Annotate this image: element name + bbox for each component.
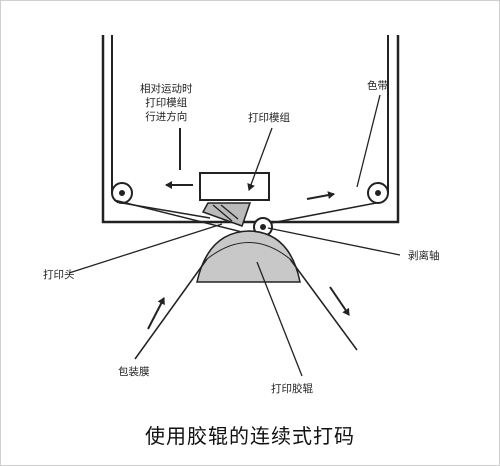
ribbon-upper-left bbox=[121, 202, 211, 219]
label-relative-motion: 相对运动时 打印模组 行进方向 bbox=[140, 82, 193, 124]
leader-print-roller bbox=[256, 261, 303, 377]
label-peel-shaft: 剥离轴 bbox=[408, 250, 440, 262]
leader-peel-shaft bbox=[267, 227, 401, 256]
peel-shaft-hub bbox=[260, 224, 266, 230]
print-roller bbox=[196, 230, 301, 283]
left-guide-roller-hub bbox=[119, 190, 125, 196]
film-in-arrow bbox=[147, 297, 165, 330]
ribbon-direction-arrow bbox=[306, 191, 335, 200]
print-head-slats bbox=[212, 204, 239, 222]
label-print-module: 打印模组 bbox=[248, 112, 290, 124]
label-print-roller: 打印胶辊 bbox=[271, 383, 313, 395]
packaging-film-right bbox=[289, 258, 358, 351]
label-relative-motion-line-1: 相对运动时 bbox=[140, 83, 193, 95]
label-relative-motion-line-2: 打印模组 bbox=[145, 97, 188, 109]
right-guide-roller-hub bbox=[375, 190, 381, 196]
ribbon-right-span bbox=[265, 202, 377, 225]
housing-outline bbox=[101, 35, 400, 224]
leader-print-head bbox=[68, 223, 223, 274]
figure-caption: 使用胶辊的连续式打码 bbox=[145, 424, 355, 448]
leader-print-module bbox=[247, 127, 273, 191]
print-module-block bbox=[199, 172, 270, 201]
packaging-film-left bbox=[134, 258, 208, 360]
label-relative-motion-line-3: 行进方向 bbox=[145, 111, 188, 123]
label-print-head: 打印头 bbox=[43, 269, 75, 281]
film-out-arrow bbox=[329, 286, 350, 316]
label-ribbon: 色带 bbox=[367, 80, 388, 92]
print-head bbox=[201, 202, 252, 227]
label-packaging-film: 包装膜 bbox=[118, 366, 150, 378]
film-roller-contact bbox=[206, 242, 291, 260]
leader-ribbon bbox=[356, 94, 381, 188]
